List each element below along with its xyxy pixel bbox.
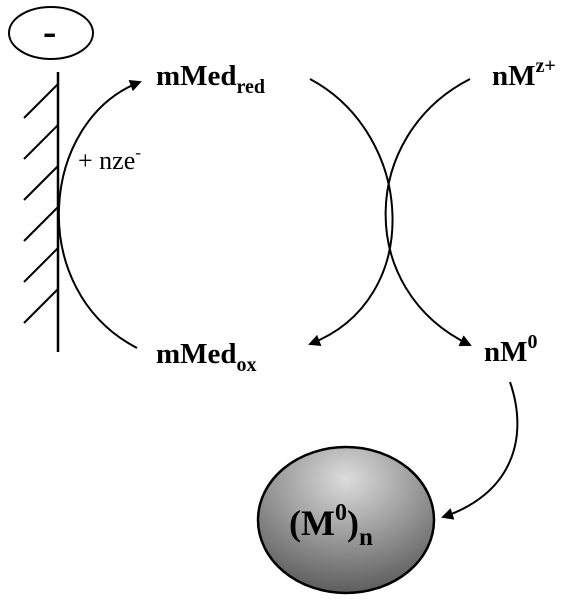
charge-ellipse xyxy=(8,6,94,60)
electrode xyxy=(23,72,60,352)
aggregation-arrow xyxy=(441,381,519,520)
electrode-charge-sign: - xyxy=(43,9,57,54)
label-electrons: + nze- xyxy=(78,144,141,175)
label-mediator-reduced: mMedred xyxy=(156,60,265,98)
cluster-close: ) xyxy=(346,503,359,543)
metal-atom-superscript: 0 xyxy=(527,331,538,353)
metal-ion-base: nM xyxy=(492,60,536,92)
label-metal-cluster: (M0)n xyxy=(289,501,373,550)
electrons-superscript: - xyxy=(135,143,141,162)
mediator-oxidized-subscript: ox xyxy=(236,354,257,376)
label-mediator-oxidized: mMedox xyxy=(156,338,257,376)
mediator-reduced-base: mMed xyxy=(156,60,237,92)
mediator-oxidation-arrow xyxy=(308,78,394,347)
metal-reduction-arrow xyxy=(384,78,472,347)
label-metal-atom: nM0 xyxy=(484,332,538,368)
mediator-reduced-subscript: red xyxy=(236,76,266,98)
electrons-base: + nze xyxy=(78,146,136,175)
electrode-hatching xyxy=(23,83,59,324)
cluster-superscript: 0 xyxy=(334,500,347,526)
metal-ion-superscript: z+ xyxy=(535,55,556,77)
mediator-oxidized-base: mMed xyxy=(156,338,237,370)
metal-cluster-sphere xyxy=(256,445,436,595)
label-metal-ion: nMz+ xyxy=(492,56,556,92)
cluster-open: (M xyxy=(289,503,335,543)
metal-atom-base: nM xyxy=(484,336,528,368)
cluster-subscript: n xyxy=(358,524,373,551)
reduction-arrow xyxy=(57,79,142,349)
